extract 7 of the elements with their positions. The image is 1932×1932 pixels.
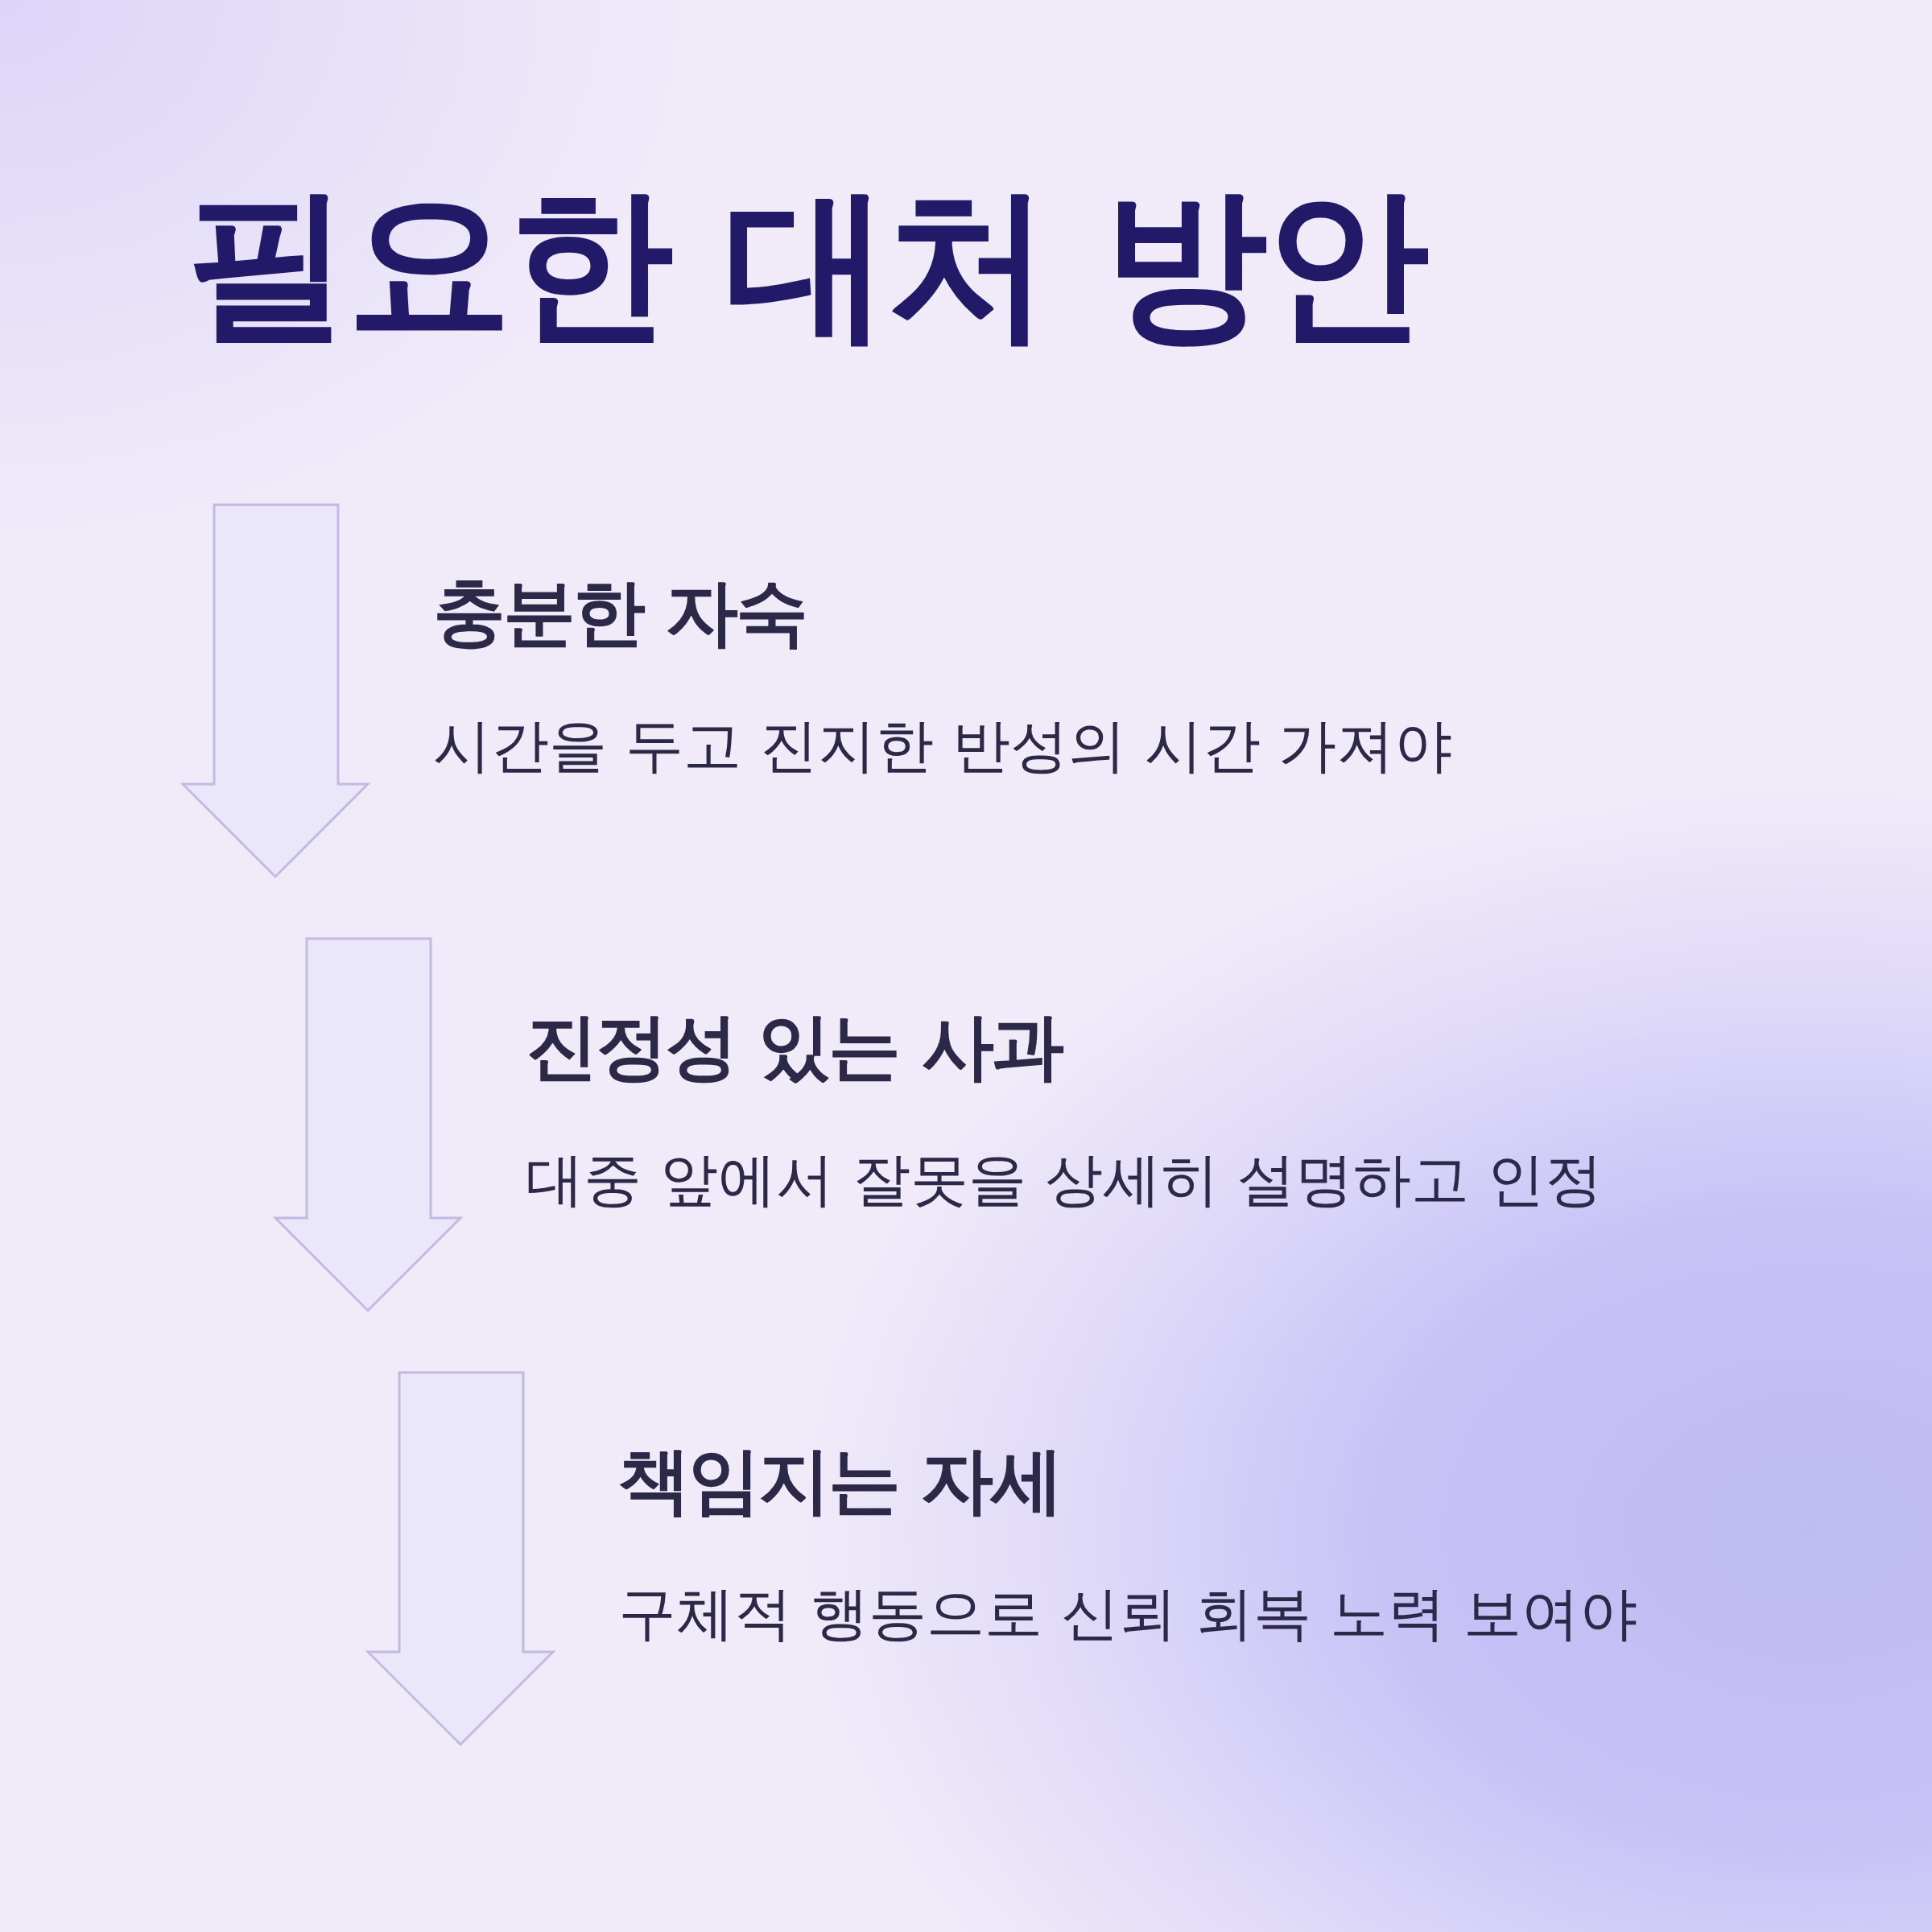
item-heading: 진정성 있는 사과	[526, 1010, 1062, 1083]
item-description: 시간을 두고 진지한 반성의 시간 가져야	[433, 716, 1453, 774]
title: 필요한 대처 방안	[185, 181, 1426, 346]
item-description: 대중 앞에서 잘못을 상세히 설명하고 인정	[526, 1150, 1604, 1208]
item-heading: 충분한 자숙	[433, 576, 807, 649]
item-description: 구체적 행동으로 신뢰 회복 노력 보여야	[618, 1584, 1638, 1642]
item-heading: 책임지는 자세	[618, 1444, 1062, 1517]
